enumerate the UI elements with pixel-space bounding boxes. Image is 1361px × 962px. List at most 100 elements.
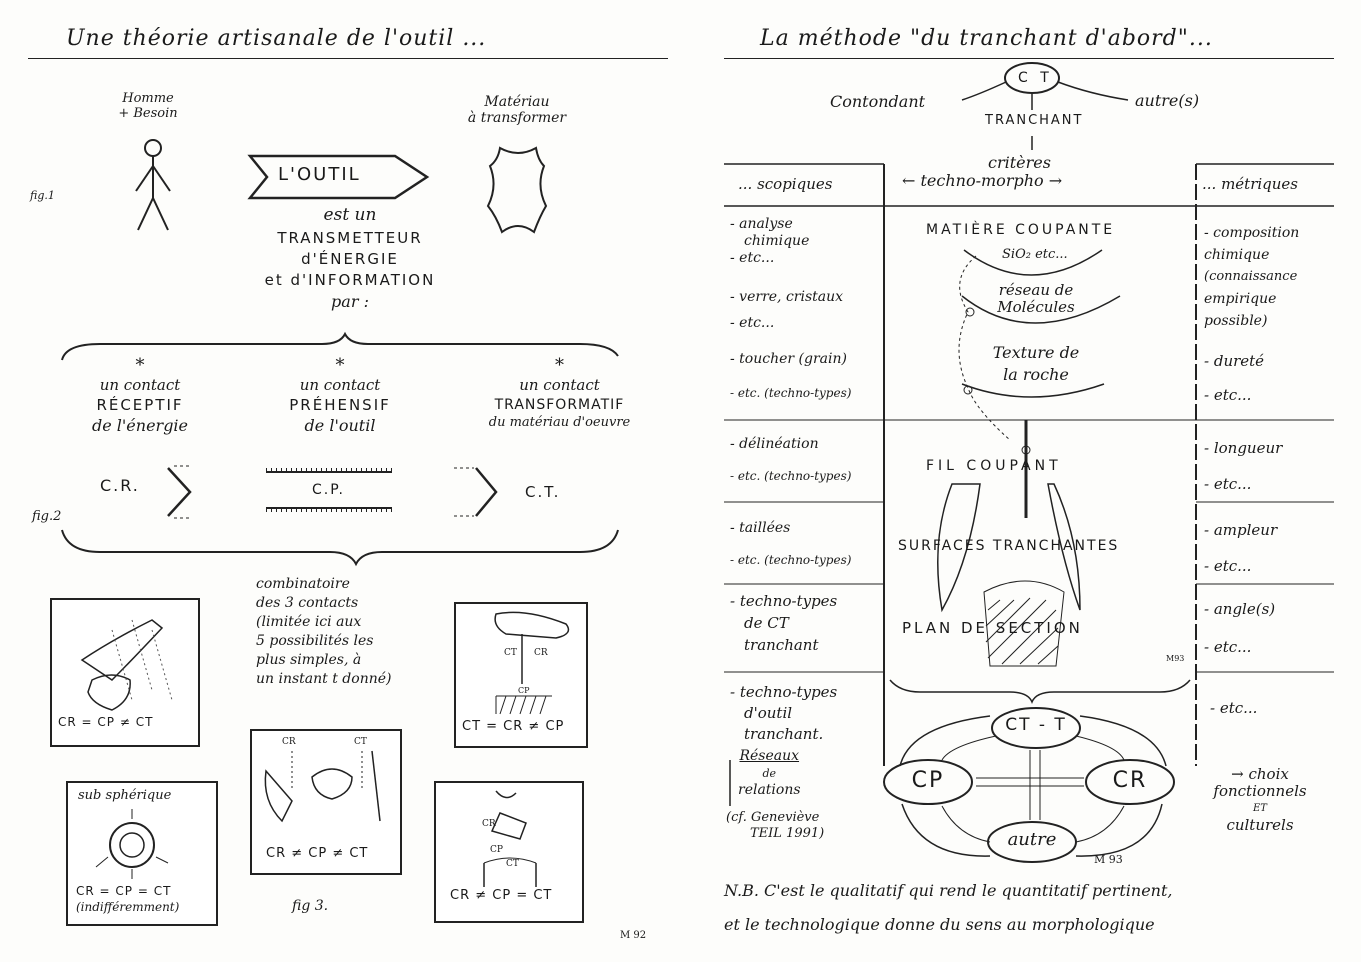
- sketch-4-cp: CP: [518, 686, 530, 695]
- right-page: La méthode "du tranchant d'abord"...: [680, 0, 1361, 962]
- right-col-2-2: - etc...: [1204, 386, 1252, 404]
- materiau-line-1: Matériau: [484, 94, 550, 110]
- materiau-label: Matériau à transformer: [432, 94, 602, 126]
- sketch-2: sub sphérique CR = CP = CT (indifféremme…: [66, 781, 218, 926]
- scopiques-header: ... scopiques: [738, 175, 833, 193]
- right-col-1-2: chimique: [1204, 247, 1270, 263]
- right-col-5-1: - angle(s): [1204, 600, 1276, 618]
- sio2-label: SiO₂ etc...: [1002, 247, 1068, 262]
- left-col-7-3: tranchant.: [744, 725, 824, 743]
- cr-label: C.R.: [100, 476, 140, 495]
- contact-prehensif-line-2: PRÉHENSIF: [289, 395, 391, 414]
- two-hands-sketch-icon: [264, 750, 381, 823]
- right-col-group-5: - angle(s) - etc...: [1204, 590, 1275, 666]
- left-col-2-2: - etc...: [730, 315, 775, 331]
- reseau-molecules: réseau de Molécules: [976, 282, 1096, 316]
- contact-receptif-star: *: [135, 355, 145, 376]
- reseaux-line-3: relations: [738, 782, 801, 798]
- matiere-coupante: MATIÈRE COUPANTE: [926, 222, 1116, 238]
- texture-line-1: Texture de: [992, 343, 1080, 362]
- sketch-1-caption: CR = CP ≠ CT: [58, 715, 154, 729]
- hide-icon: [486, 146, 548, 234]
- contact-receptif-line-1: un contact: [99, 375, 181, 394]
- sketch-3-ct: CT: [354, 737, 367, 747]
- sketch-5-ct: CT: [506, 859, 519, 869]
- right-col-group-1: - composition chimique (connaissance emp…: [1204, 222, 1299, 332]
- left-col-5-1: - taillées: [730, 520, 791, 536]
- homme-line-1: Homme: [122, 91, 174, 106]
- right-col-5-2: - etc...: [1204, 638, 1252, 656]
- metriques-header: ... métriques: [1202, 175, 1299, 193]
- node-cp: CP: [911, 768, 945, 793]
- right-col-3-1: - longueur: [1204, 439, 1283, 457]
- choix-line-1: → choix: [1231, 765, 1289, 783]
- sketch-5: CR CP CT CR ≠ CP = CT: [434, 781, 584, 923]
- left-col-3-2: - etc. (techno-types): [730, 386, 852, 400]
- top-brace: [61, 331, 619, 361]
- combinatoire-line-3: (limitée ici aux: [256, 614, 362, 630]
- sketch-1: CR = CP ≠ CT: [50, 598, 200, 747]
- plan-de-section: PLAN DE SECTION: [902, 619, 1083, 637]
- left-col-1-1: - analyse: [730, 216, 793, 232]
- sketch-2-title: sub sphérique: [78, 788, 172, 803]
- left-col-group-5: - taillées - etc. (techno-types): [730, 512, 851, 576]
- right-signature: M 93: [1094, 853, 1123, 866]
- wood-split-sketch-icon: [483, 790, 537, 887]
- left-col-1-2: chimique: [744, 233, 810, 249]
- hand-knife-sketch-icon: [80, 619, 173, 711]
- left-col-4-1: - délinéation: [730, 436, 819, 452]
- cf-line-2: TEIL 1991): [750, 826, 825, 841]
- fig3-label: fig 3.: [292, 898, 329, 914]
- tranchant-label: TRANCHANT: [985, 113, 1084, 128]
- statement-line-1: est un: [323, 205, 377, 225]
- nb-line-2: et le technologique donne du sens au mor…: [724, 915, 1155, 934]
- criteres-label: critères: [988, 153, 1051, 172]
- right-col-group-2: - dureté - etc...: [1204, 344, 1264, 412]
- center-small-signature: M93: [1166, 654, 1185, 663]
- right-col-3-2: - etc...: [1204, 475, 1252, 493]
- contact-transformatif-line-3: du matériau d'oeuvre: [488, 415, 631, 431]
- contact-transformatif-line-2: TRANSFORMATIF: [494, 396, 625, 413]
- node-ctt: CT - T: [1005, 715, 1067, 735]
- fil-coupant: FIL COUPANT: [926, 458, 1062, 474]
- right-col-1-1: - composition: [1204, 225, 1300, 241]
- texture-roche: Texture de la roche: [976, 342, 1096, 386]
- left-col-2-1: - verre, cristaux: [730, 289, 844, 305]
- contact-receptif-line-2: RÉCEPTIF: [96, 395, 184, 414]
- left-col-6-1: - techno-types: [730, 592, 838, 610]
- contact-prehensif: * un contact PRÉHENSIF de l'outil: [260, 355, 420, 436]
- sketch-4-cr: CR: [534, 648, 548, 658]
- left-col-group-7: - techno-types d'outil tranchant.: [730, 682, 837, 745]
- autres-label: autre(s): [1135, 91, 1200, 110]
- choix-line-3: ET: [1253, 803, 1267, 814]
- cp-label: C.P.: [312, 482, 345, 498]
- left-col-3-1: - toucher (grain): [730, 351, 847, 367]
- choix-line-2: fonctionnels: [1213, 782, 1307, 800]
- sketch-3-cr: CR: [282, 737, 296, 747]
- left-col-1-3: - etc...: [730, 250, 775, 266]
- sketch-4-ct: CT: [504, 648, 517, 658]
- statement-line-3: d'ÉNERGIE: [301, 249, 399, 268]
- outil-arrow-shape: [247, 154, 430, 200]
- left-col-4-2: - etc. (techno-types): [730, 469, 852, 483]
- materiau-line-2: à transformer: [467, 110, 567, 127]
- sketch-2-caption-1: CR = CP = CT: [76, 884, 172, 898]
- left-signature: M 92: [620, 930, 647, 941]
- right-col-4-1: - ampleur: [1204, 521, 1278, 539]
- sketch-5-caption: CR ≠ CP = CT: [450, 888, 553, 903]
- contact-receptif-line-3: de l'énergie: [91, 416, 189, 436]
- sketch-5-cr: CR: [482, 819, 496, 829]
- statement-block: est un TRANSMETTEUR d'ÉNERGIE et d'INFOR…: [220, 205, 480, 312]
- node-autre: autre: [1007, 829, 1057, 850]
- contact-transformatif-line-1: un contact: [519, 375, 600, 394]
- statement-line-2: TRANSMETTEUR: [277, 228, 423, 247]
- reseau-line-2: Molécules: [997, 298, 1075, 316]
- combinatoire-line-5: plus simples, à: [256, 652, 362, 668]
- cf-block: (cf. Geneviève TEIL 1991): [726, 810, 824, 842]
- left-col-6-3: tranchant: [744, 636, 819, 654]
- right-col-group-4: - ampleur - etc...: [1204, 512, 1277, 584]
- sketch-2-caption: CR = CP = CT (indifféremment): [76, 883, 179, 915]
- right-col-group-3: - longueur - etc...: [1204, 430, 1282, 502]
- left-col-5-2: - etc. (techno-types): [730, 553, 852, 567]
- contact-prehensif-line-1: un contact: [299, 375, 381, 394]
